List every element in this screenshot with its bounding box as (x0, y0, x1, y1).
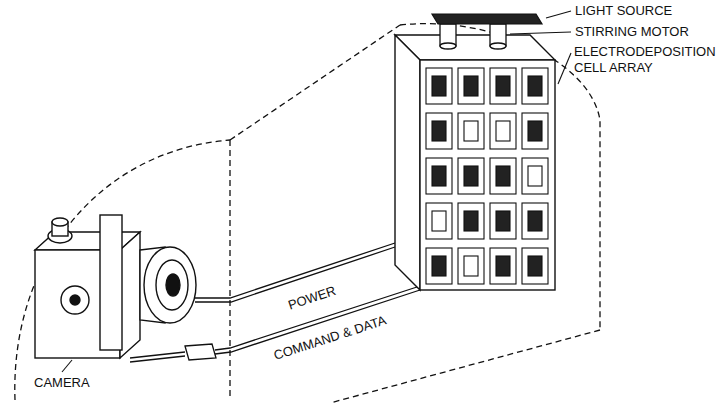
cable-label: POWER (286, 283, 338, 313)
cell (458, 203, 484, 239)
cell (490, 203, 516, 239)
cell-window (432, 211, 446, 231)
cell (490, 158, 516, 194)
stirring-motors (440, 24, 506, 49)
cell-window (432, 121, 446, 141)
camera-knob (52, 218, 68, 226)
light-source-bar (432, 14, 542, 24)
cell-window (528, 211, 542, 231)
leader-line (510, 32, 571, 34)
motor-base (490, 43, 506, 49)
leader-lines (62, 11, 571, 372)
power-cable (195, 247, 395, 302)
part-label: STIRRING MOTOR (575, 24, 689, 40)
cell (458, 113, 484, 149)
array-side (395, 35, 420, 290)
housing-edge (229, 140, 230, 400)
cell (458, 158, 484, 194)
cell-window (496, 76, 510, 96)
camera-dial (70, 295, 80, 305)
camera-lens (166, 274, 180, 296)
part-label: ELECTRODEPOSITION CELL ARRAY (574, 44, 724, 75)
cell (458, 248, 484, 284)
cell (490, 248, 516, 284)
cell-window (496, 211, 510, 231)
cell-window (464, 166, 478, 186)
camera-figure (35, 215, 196, 358)
power-cable (195, 243, 395, 298)
array-top (395, 35, 555, 60)
cell (426, 248, 452, 284)
cell (522, 203, 548, 239)
camera-block (100, 215, 122, 350)
cell (522, 248, 548, 284)
cell-window (528, 76, 542, 96)
cell-window (528, 166, 542, 186)
cell (522, 158, 548, 194)
electrodeposition-cells (426, 68, 548, 284)
housing-outline (15, 24, 600, 403)
camera-lens (144, 247, 196, 323)
camera-lens (156, 260, 188, 310)
camera-cable (130, 356, 185, 362)
cell (426, 158, 452, 194)
junction-box (185, 344, 216, 360)
housing-edge (230, 25, 400, 140)
leader-line (546, 11, 571, 18)
part-label: CAMERA (34, 375, 90, 391)
camera-dial (61, 286, 89, 314)
cell (458, 68, 484, 104)
cell-window (496, 166, 510, 186)
part-label: LIGHT SOURCE (575, 3, 672, 19)
cell (522, 68, 548, 104)
cell-window (464, 256, 478, 276)
motor-base (440, 43, 456, 49)
cell-window (432, 166, 446, 186)
cell-window (528, 256, 542, 276)
cell-window (464, 121, 478, 141)
housing-dome (15, 140, 230, 400)
cell (490, 68, 516, 104)
cell (426, 203, 452, 239)
leader-line (558, 53, 571, 84)
array-front (420, 60, 555, 290)
cell (426, 113, 452, 149)
housing-edge (330, 330, 600, 403)
cell-window (464, 76, 478, 96)
cell-window (464, 211, 478, 231)
leader-line (62, 360, 72, 372)
cell-window (496, 121, 510, 141)
cell-window (528, 121, 542, 141)
cell (490, 113, 516, 149)
cell (522, 113, 548, 149)
cell-window (432, 76, 446, 96)
camera-side (120, 232, 140, 358)
cell (426, 68, 452, 104)
cell-window (432, 256, 446, 276)
cell-array-figure (395, 35, 555, 290)
cable-label: COMMAND & DATA (272, 312, 388, 363)
cables (130, 243, 420, 362)
housing-dome (400, 24, 600, 330)
cell-window (496, 256, 510, 276)
